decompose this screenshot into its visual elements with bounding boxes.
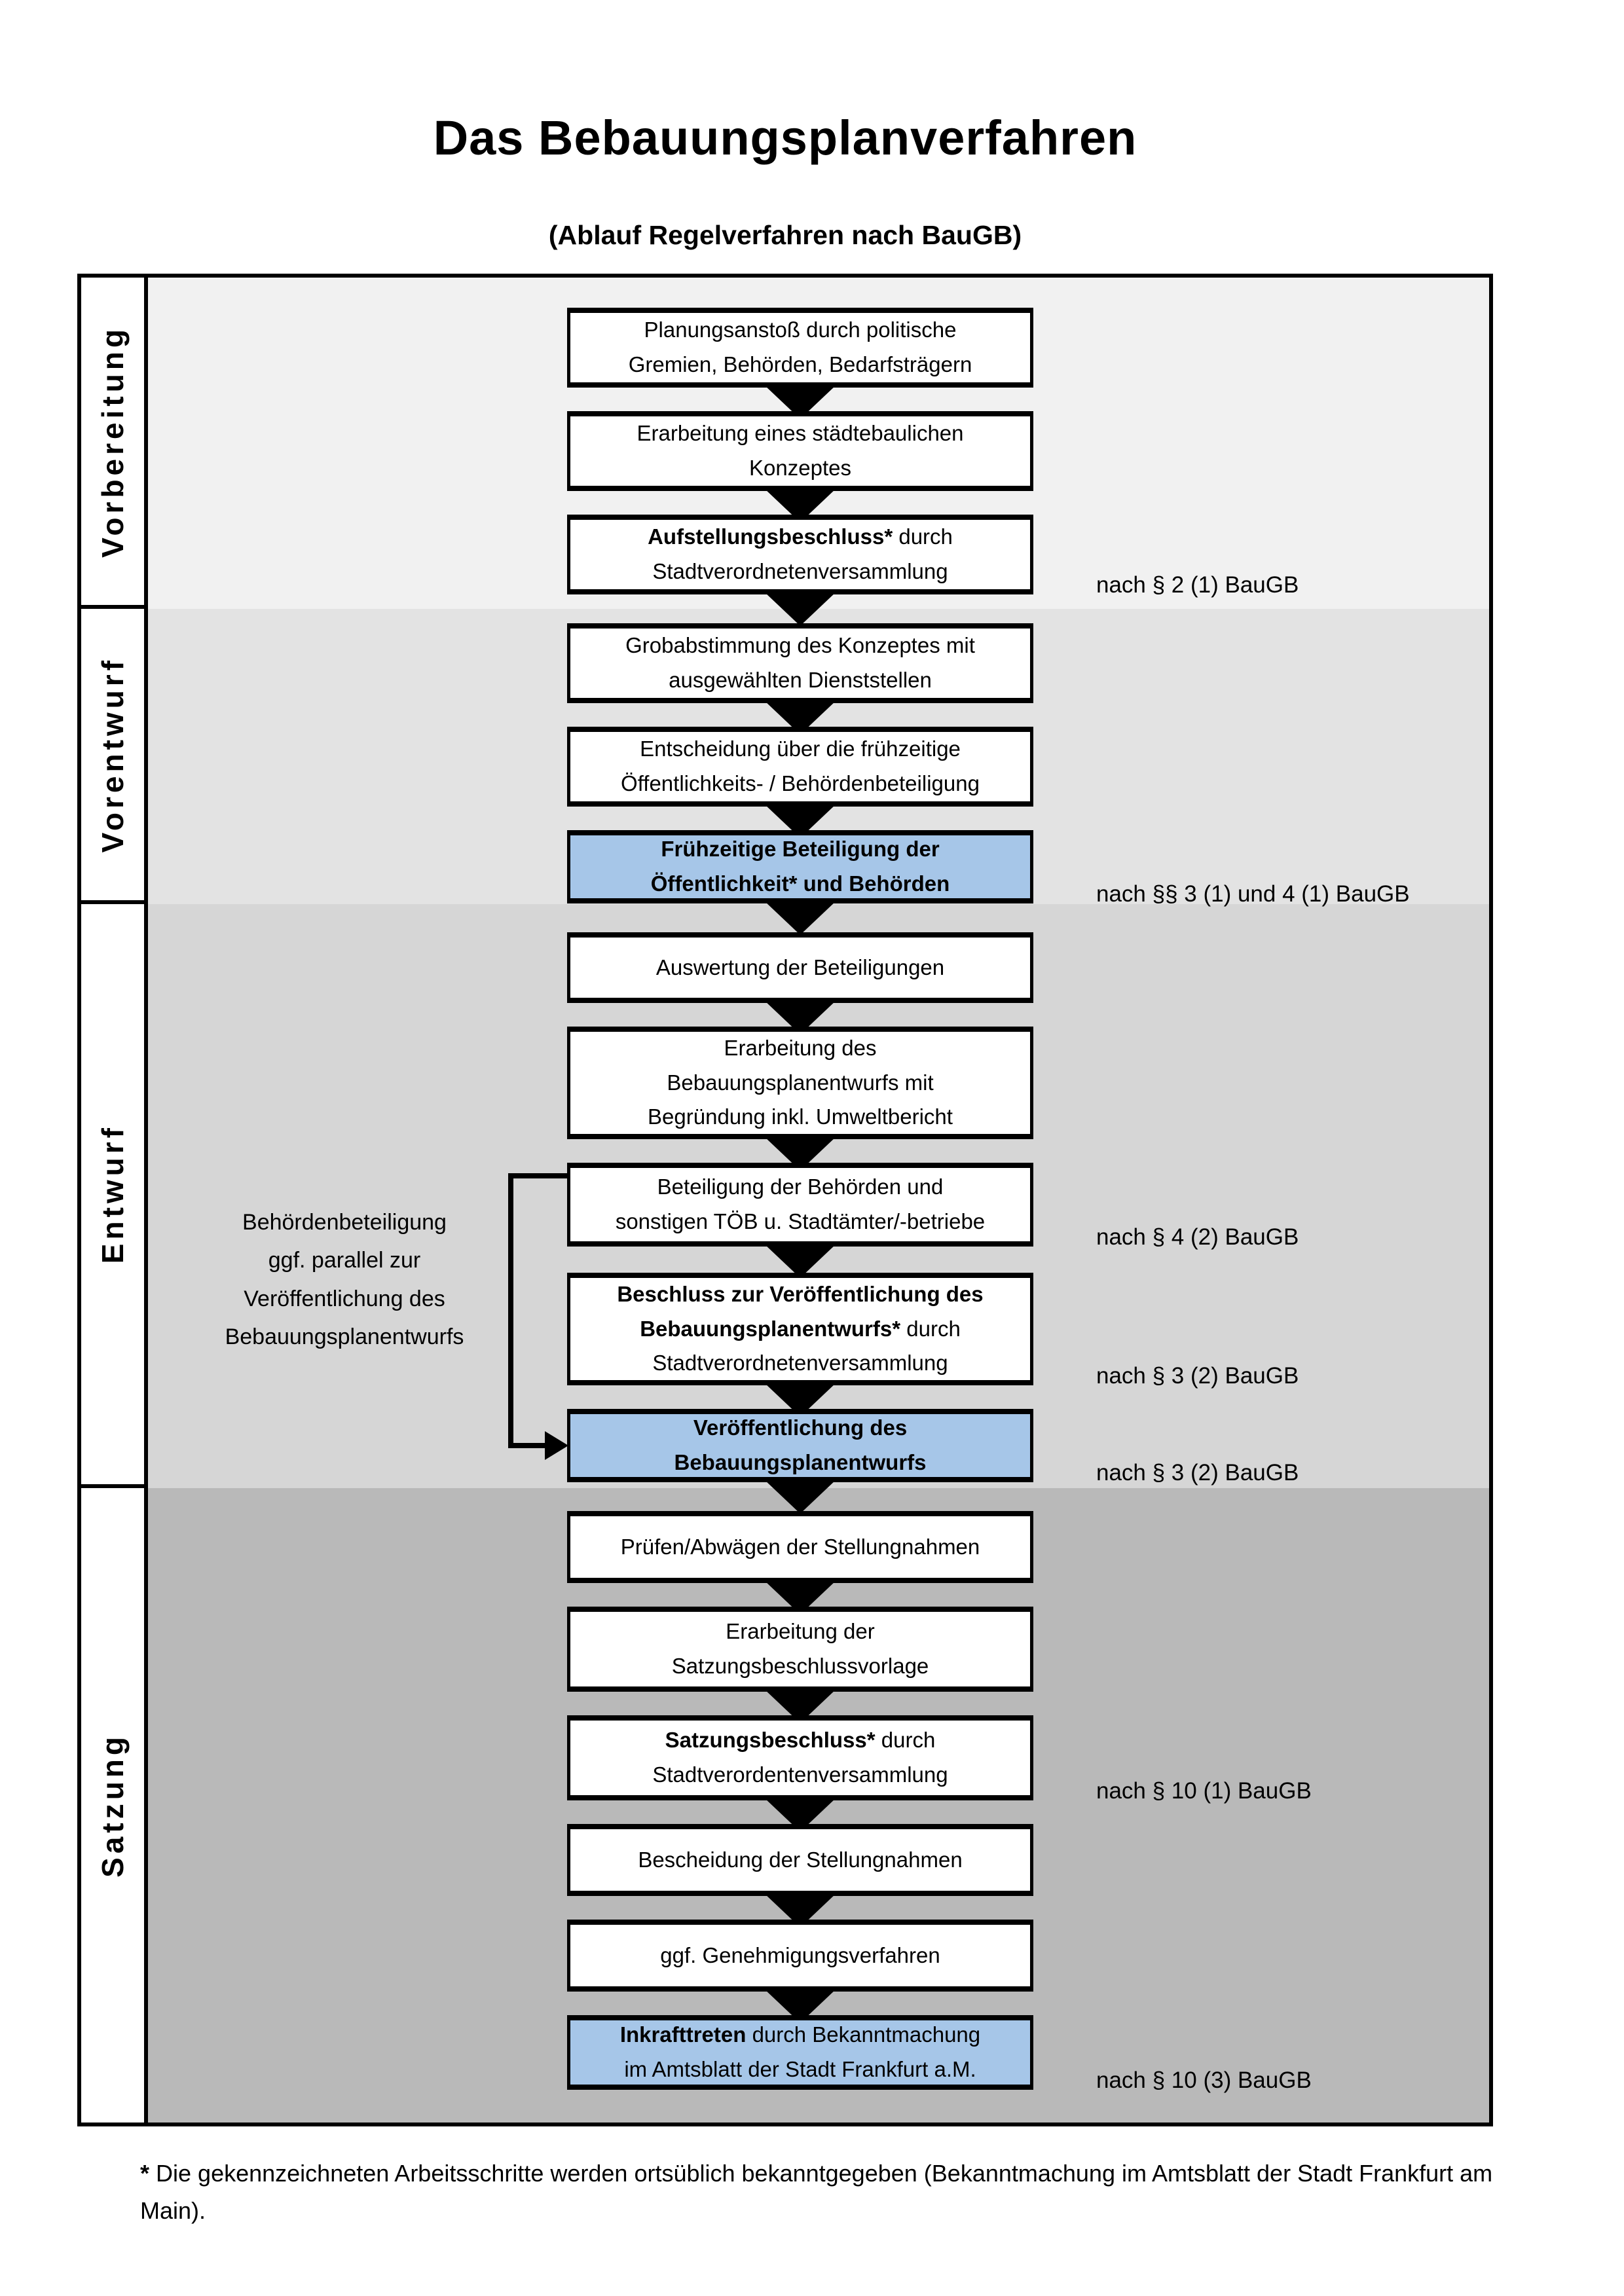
connector-arrow-right-icon (545, 1431, 568, 1460)
connector-vertical-line (508, 1173, 513, 1448)
phase-label-cell-vorbereitung: Vorbereitung (81, 278, 148, 609)
legal-reference-6: nach § 10 (1) BauGB (1096, 1778, 1312, 1804)
connector-shaft-line (508, 1443, 546, 1448)
legal-reference-5: nach § 3 (2) BauGB (1096, 1460, 1299, 1485)
footnote: * Die gekennzeichneten Arbeitsschritte w… (140, 2155, 1515, 2230)
legal-reference-4: nach § 3 (2) BauGB (1096, 1363, 1299, 1389)
flow-box-auswertung-beteiligungen: Auswertung der Beteiligungen (567, 932, 1033, 1003)
flow-arrow-down-icon (764, 592, 836, 626)
legal-reference-1: nach § 2 (1) BauGB (1096, 572, 1299, 598)
flow-box-genehmigungsverfahren: ggf. Genehmigungsverfahren (567, 1920, 1033, 1992)
page-subtitle: (Ablauf Regelverfahren nach BauGB) (548, 220, 1022, 250)
flow-box-bescheidung-stellungnahmen: Bescheidung der Stellungnahmen (567, 1824, 1033, 1896)
footnote-text: Die gekennzeichneten Arbeitsschritte wer… (140, 2160, 1493, 2224)
phase-label-vorentwurf: Vorentwurf (96, 656, 130, 853)
phase-label-cell-satzung: Satzung (81, 1488, 148, 2123)
connector-stub-line (508, 1173, 568, 1178)
flow-box-pruefen-abwaegen: Prüfen/Abwägen der Stellungnahmen (567, 1511, 1033, 1583)
legal-reference-2: nach §§ 3 (1) und 4 (1) BauGB (1096, 881, 1410, 907)
flow-arrow-down-icon (764, 1244, 836, 1278)
phase-label-vorbereitung: Vorbereitung (96, 325, 130, 558)
page-title: Das Bebauungsplanverfahren (433, 111, 1137, 165)
phase-label-satzung: Satzung (96, 1733, 130, 1878)
flow-arrow-down-icon (764, 1480, 836, 1514)
flow-arrow-down-icon (764, 901, 836, 935)
phase-label-entwurf: Entwurf (96, 1124, 130, 1264)
phase-label-cell-entwurf: Entwurf (81, 904, 148, 1488)
phase-label-cell-vorentwurf: Vorentwurf (81, 609, 148, 904)
legal-reference-7: nach § 10 (3) BauGB (1096, 2068, 1312, 2093)
legal-reference-3: nach § 4 (2) BauGB (1096, 1224, 1299, 1250)
footnote-marker: * (140, 2160, 150, 2187)
